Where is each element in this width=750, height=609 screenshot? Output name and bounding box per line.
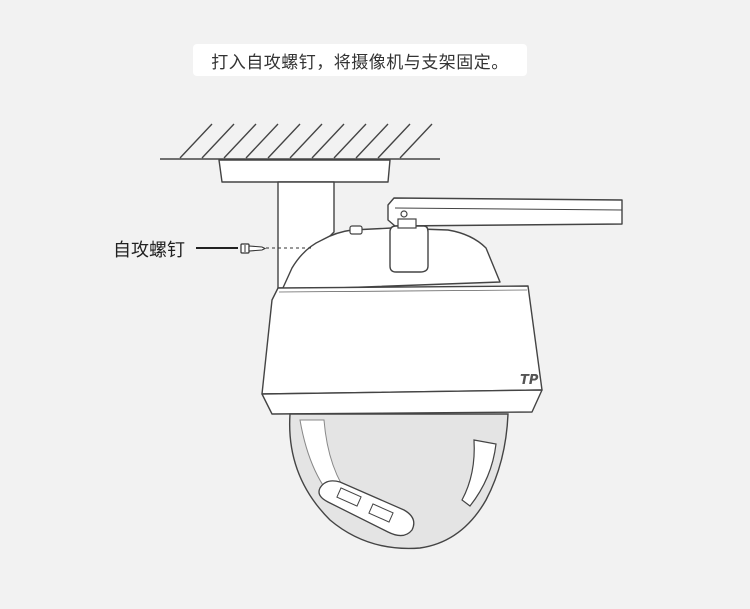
camera-housing xyxy=(261,285,543,395)
dome-side-window xyxy=(461,439,497,507)
brand-mark: TP xyxy=(520,373,539,388)
camera-top-knob xyxy=(349,225,363,235)
ceiling-hatch xyxy=(179,123,433,159)
camera-bottom-ring xyxy=(261,389,543,415)
screw-callout-label: 自攻螺钉 xyxy=(113,240,185,261)
mount-connector xyxy=(389,225,429,273)
wall-bracket-arm xyxy=(387,197,623,227)
camera-dome xyxy=(288,413,509,550)
ceiling-mount-plate xyxy=(218,159,391,183)
instruction-caption: 打入自攻螺钉，将摄像机与支架固定。 xyxy=(193,44,527,76)
screw-icon xyxy=(240,243,267,254)
wall-bracket-hole xyxy=(400,210,408,218)
